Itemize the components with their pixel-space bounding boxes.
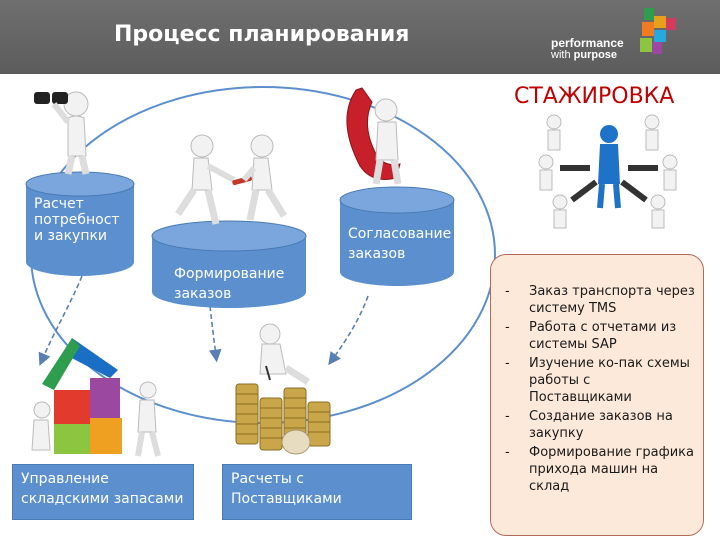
task-item: - Работа с отчетами из системы SAP <box>503 319 697 353</box>
label-order-approval: Согласование заказов <box>348 224 451 264</box>
internship-tasks-panel: - Заказ транспорта через систему TMS - Раб… <box>490 254 704 536</box>
internship-title: СТАЖИРОВКА <box>514 84 675 109</box>
logo-text-line2: with purpose <box>551 49 617 61</box>
header-bar: Процесс планирования performance with pu… <box>0 0 720 74</box>
relay-runners-icon <box>175 134 287 225</box>
task-dash: - <box>505 409 510 424</box>
internship-task-list: - Заказ транспорта через систему TMS - Раб… <box>503 283 697 497</box>
task-dash: - <box>505 284 510 299</box>
label-calc-needs: Расчет потребност и закупки <box>34 196 120 244</box>
cylinder-calc-needs <box>25 171 135 276</box>
logo-with: with <box>551 49 574 61</box>
label-order-forming-line2: заказов <box>174 286 232 302</box>
task-dash: - <box>505 445 510 460</box>
page-title: Процесс планирования <box>114 22 410 47</box>
box-supplier-line2: Поставщиками <box>231 491 342 507</box>
cylinder-order-approval <box>339 186 455 286</box>
logo-cubes-icon <box>640 8 676 54</box>
label-order-approval-line2: заказов <box>348 246 406 262</box>
task-dash: - <box>505 320 510 335</box>
task-item: - Формирование графика прихода машин на с… <box>503 444 697 495</box>
box-supplier-payments: Расчеты с Поставщиками <box>222 464 412 520</box>
task-item: - Создание заказов на закупку <box>503 408 697 442</box>
task-text: Создание заказов на закупку <box>529 409 673 441</box>
logo-text-line1: performance <box>551 36 624 50</box>
cylinder-order-forming <box>151 220 307 308</box>
task-text: Работа с отчетами из системы SAP <box>529 320 677 352</box>
task-item: - Заказ транспорта через систему TMS <box>503 283 697 317</box>
team-network-icon <box>538 114 678 229</box>
label-calc-needs-line3: и закупки <box>34 228 108 244</box>
label-calc-needs-line1: Расчет <box>34 196 84 212</box>
logo-purpose: purpose <box>573 49 618 61</box>
task-dash: - <box>505 356 510 371</box>
puzzle-house-icon <box>31 338 161 457</box>
coins-person-icon <box>235 323 331 455</box>
label-calc-needs-line2: потребност <box>34 212 120 228</box>
task-text: Изучение ко-пак схемы работы с Поставщик… <box>529 356 690 405</box>
label-order-forming: Формирование заказов <box>174 264 284 304</box>
box-warehouse-line2: складскими запасами <box>21 491 184 507</box>
telephone-person-icon <box>346 87 402 185</box>
box-warehouse-stock: Управление складскими запасами <box>12 464 194 520</box>
task-text: Заказ транспорта через систему TMS <box>529 284 695 316</box>
person-binoculars-icon <box>34 91 90 175</box>
label-order-approval-line1: Согласование <box>348 226 452 242</box>
label-order-forming-line1: Формирование <box>174 266 285 282</box>
task-item: - Изучение ко-пак схемы работы с Поставщи… <box>503 355 697 406</box>
task-text: Формирование графика прихода машин на ск… <box>529 445 694 494</box>
box-supplier-line1: Расчеты с <box>231 471 304 487</box>
box-warehouse-line1: Управление <box>21 471 109 487</box>
